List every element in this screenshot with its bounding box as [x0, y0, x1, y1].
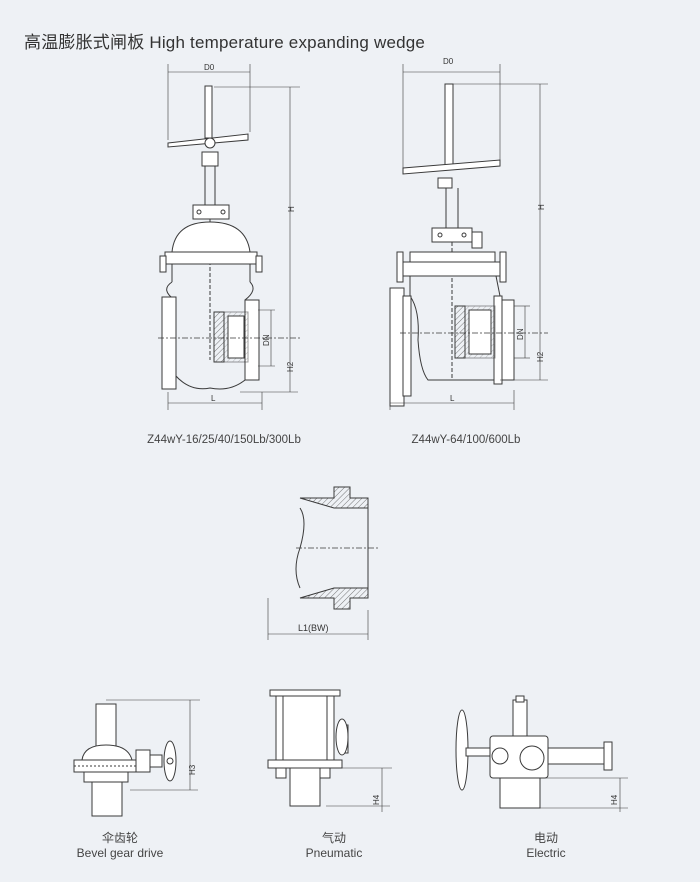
- bevel-gear-cn: 伞齿轮: [101, 831, 138, 845]
- right-dim-h: H: [537, 204, 546, 210]
- right-dim-h2: H2: [536, 351, 545, 362]
- pneumatic-cn: 气动: [321, 831, 346, 845]
- caption-electric: 电动 Electric: [496, 831, 596, 861]
- pneumatic-diagram: [267, 689, 392, 812]
- right-dim-d0: D0: [443, 57, 454, 66]
- bevel-gear-en: Bevel gear drive: [76, 846, 164, 860]
- title-en: High temperature expanding wedge: [149, 33, 426, 52]
- caption-right-valve: Z44wY-64/100/600Lb: [411, 434, 521, 446]
- left-dim-h: H: [287, 206, 296, 212]
- weld-dim-l1: L1(BW): [298, 623, 329, 633]
- valve-diagram-left: [158, 64, 300, 410]
- pneumatic-dim-h4: H4: [372, 794, 381, 805]
- right-dim-l: L: [450, 394, 455, 403]
- page-title: 高温膨胀式闸板 High temperature expanding wedge: [24, 28, 425, 53]
- valve-diagram-right: [389, 64, 548, 410]
- bevel-dim-h3: H3: [188, 764, 197, 775]
- electric-cn: 电动: [533, 831, 558, 845]
- left-dim-dn: DN: [262, 334, 271, 346]
- weld-end-diagram: [267, 486, 378, 640]
- left-dim-h2: H2: [286, 361, 295, 372]
- right-dim-dn: DN: [516, 328, 525, 340]
- pneumatic-en: Pneumatic: [305, 846, 363, 860]
- electric-dim-h4: H4: [610, 794, 619, 805]
- bevel-gear-diagram: [73, 699, 200, 817]
- caption-bevel-gear: 伞齿轮 Bevel gear drive: [70, 831, 170, 861]
- electric-diagram: [455, 695, 628, 812]
- left-dim-l: L: [211, 394, 216, 403]
- left-dim-d0: D0: [204, 63, 215, 72]
- caption-pneumatic: 气动 Pneumatic: [284, 831, 384, 861]
- caption-left-valve: Z44wY-16/25/40/150Lb/300Lb: [147, 434, 301, 446]
- title-cn: 高温膨胀式闸板: [24, 33, 145, 53]
- electric-en: Electric: [526, 846, 566, 860]
